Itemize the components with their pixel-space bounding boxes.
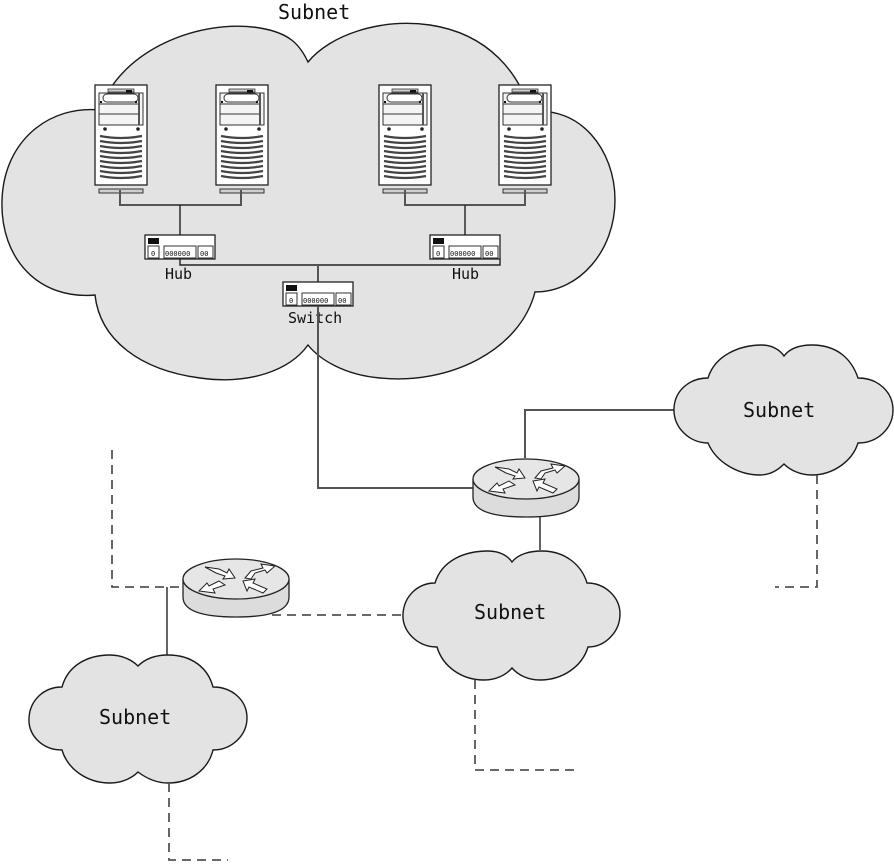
switch-port-label: 0 (289, 297, 293, 305)
subnet-center-cloud (402, 550, 621, 681)
hub-port-label: 0 (436, 250, 440, 258)
subnet-label: Subnet (99, 705, 171, 729)
subnet-right-cloud (673, 344, 894, 476)
link-router-left-offpage (111, 450, 183, 588)
link-router-subnet-right (524, 409, 675, 458)
link-subnet-right-offpage (775, 475, 818, 588)
hub-port-label: 000000 (165, 250, 190, 258)
router-icon (182, 558, 290, 618)
subnet-label: Subnet (743, 398, 815, 422)
server-icon (377, 83, 433, 195)
subnet-label: Subnet (474, 600, 546, 624)
switch-label: Switch (288, 309, 342, 327)
link-subnet-center-offpage (474, 680, 575, 771)
hub-label: Hub (165, 265, 192, 283)
main-subnet-label: Subnet (278, 0, 350, 24)
switch-port-label: 00 (338, 297, 346, 305)
hub-label: Hub (452, 265, 479, 283)
server-icon (214, 83, 270, 195)
router-icon (472, 458, 580, 518)
link-subnet-bottom-left-offpage (168, 783, 228, 861)
server-icon (497, 83, 553, 195)
subnet-bottom-left-cloud (28, 654, 248, 784)
switch-port-label: 000000 (303, 297, 328, 305)
hub-port-label: 00 (485, 250, 493, 258)
hub-port-label: 0 (151, 250, 155, 258)
link-switch-router (317, 306, 473, 489)
hub-port-label: 00 (200, 250, 208, 258)
server-icon (93, 83, 149, 195)
hub-interconnect (179, 259, 501, 266)
hub-port-label: 000000 (450, 250, 475, 258)
